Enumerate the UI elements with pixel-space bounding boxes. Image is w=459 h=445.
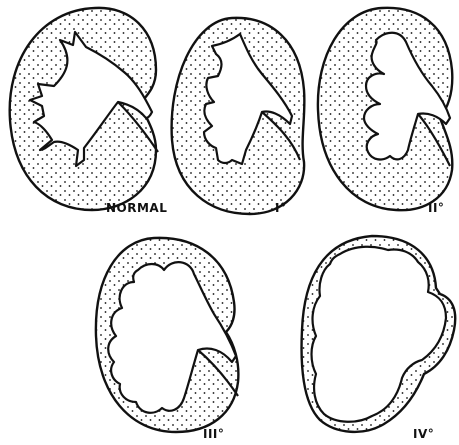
label-grade-2: II°: [428, 201, 444, 215]
kidney-grade-1: I°: [172, 18, 305, 215]
kidney-grade-2: II°: [318, 8, 452, 215]
label-grade-3: III°: [203, 427, 224, 441]
renal-pelvis-grade-4: [312, 247, 447, 422]
label-grade-1: I°: [275, 201, 286, 215]
kidney-normal: NORMAL: [10, 8, 168, 215]
label-grade-4: IV°: [413, 427, 434, 441]
label-normal: NORMAL: [106, 201, 167, 215]
kidney-grade-4: IV°: [302, 236, 456, 441]
kidney-grade-3: III°: [96, 238, 239, 441]
